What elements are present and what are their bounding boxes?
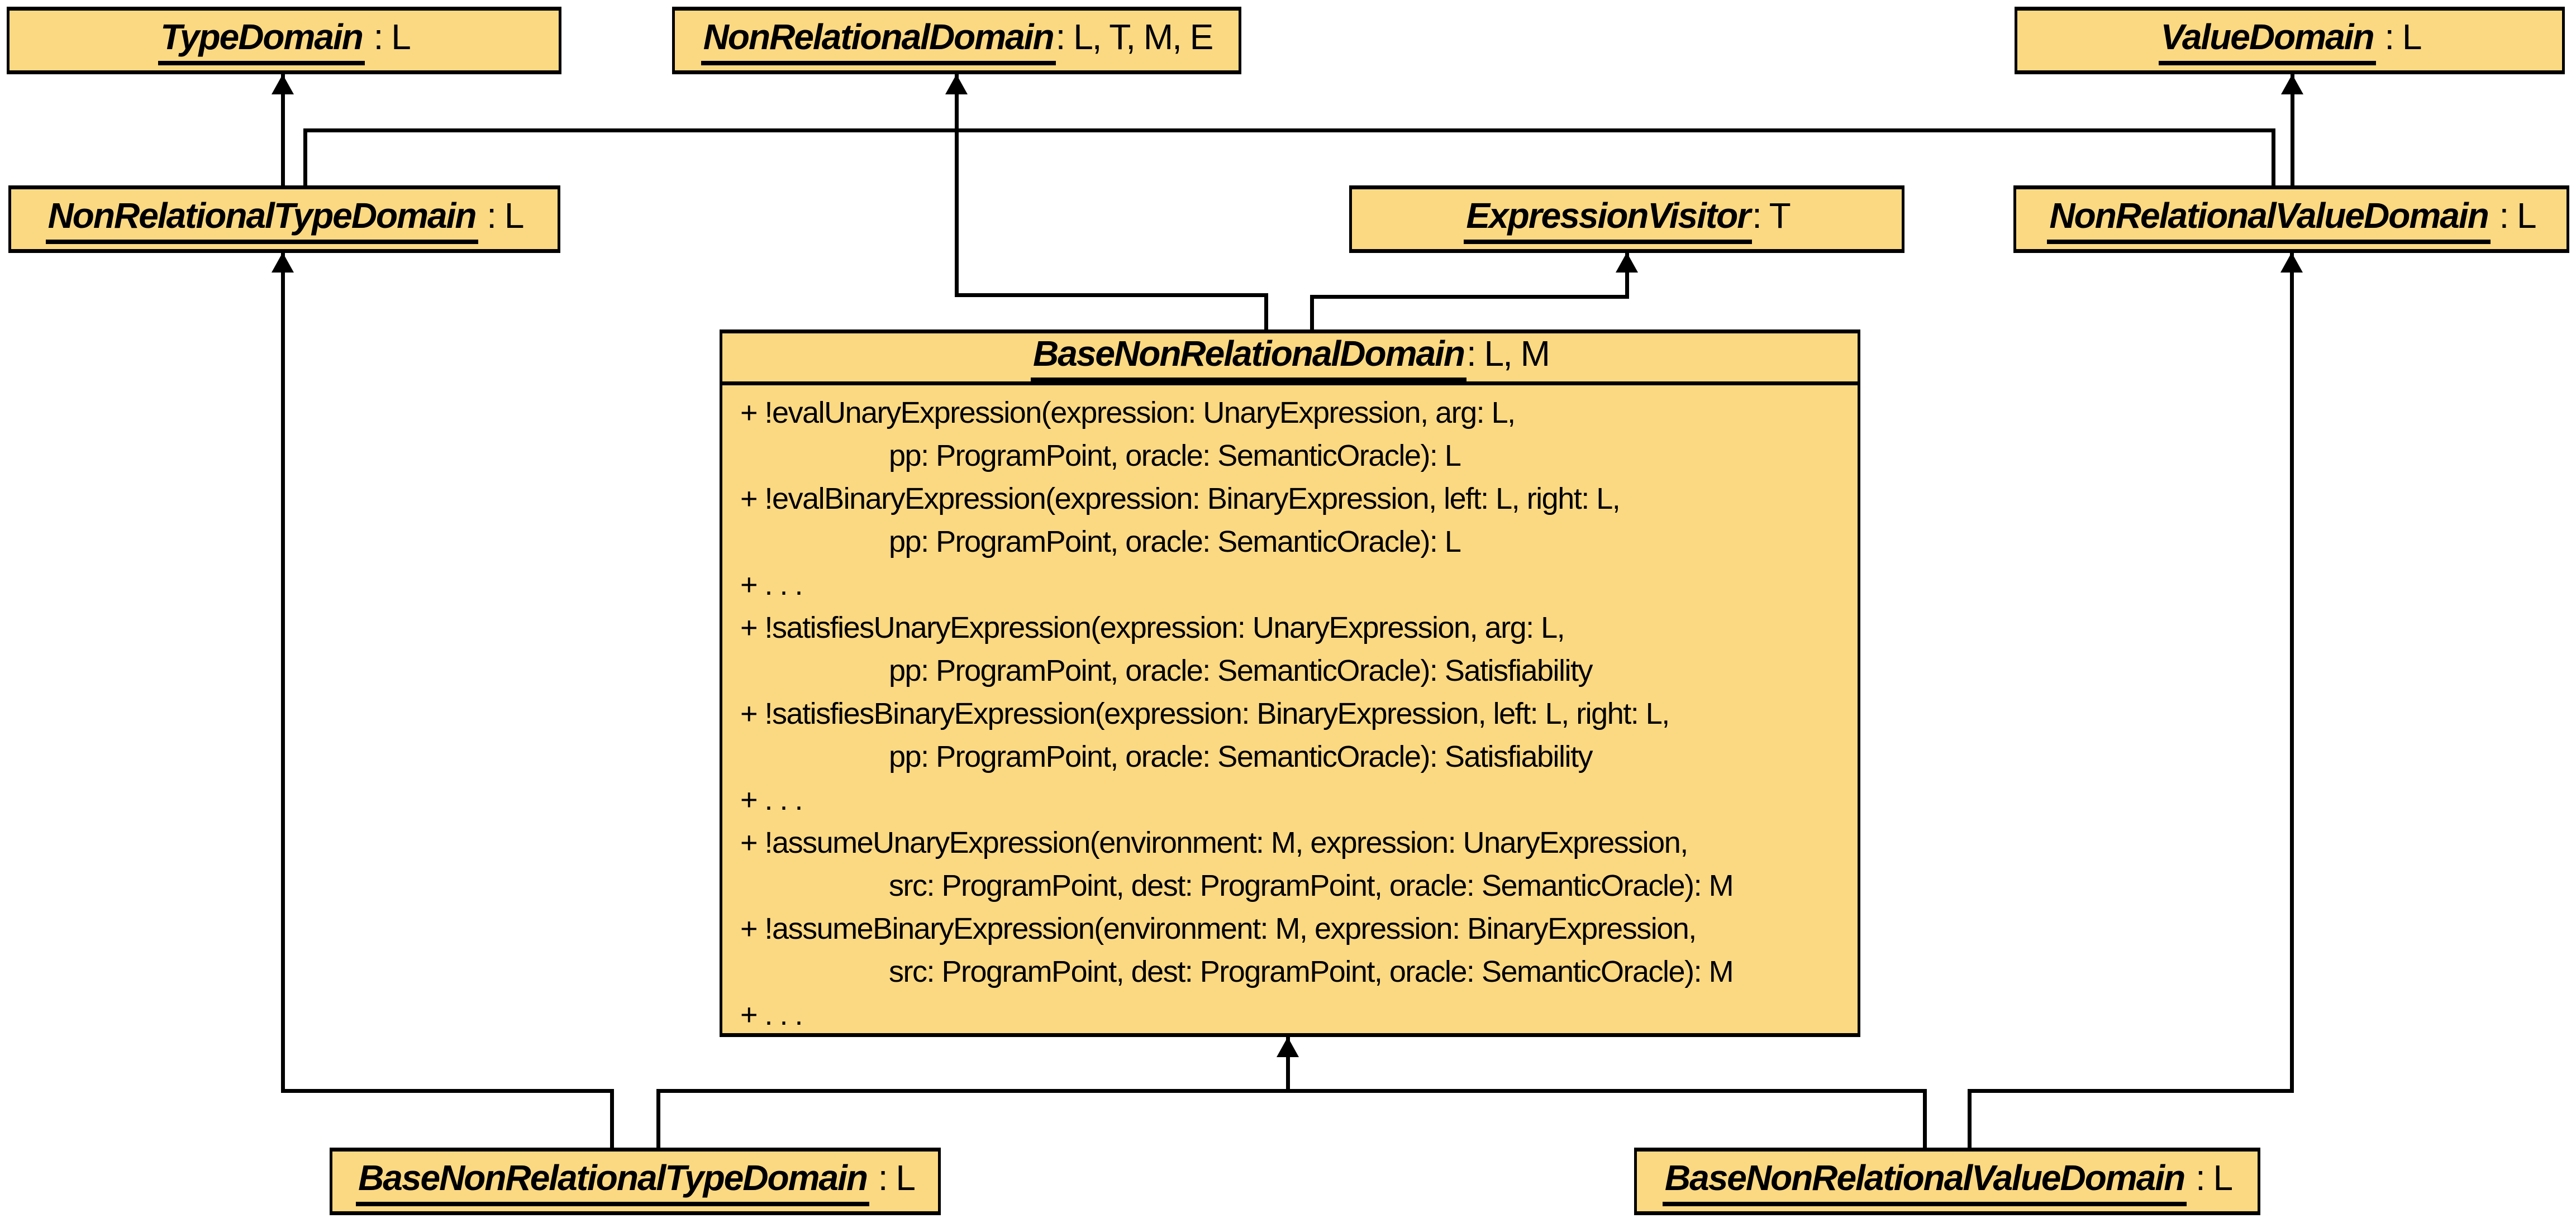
method-line: pp: ProgramPoint, oracle: SemanticOracle… [889, 439, 1461, 472]
class-name: BaseNonRelationalValueDomain [1662, 1157, 2187, 1206]
class-box-basenonrelationaltypedomain: BaseNonRelationalTypeDomain : L [330, 1148, 941, 1215]
edge-base-to-ev-rise [1310, 297, 1314, 329]
arrowhead-valuedomain [2281, 74, 2303, 94]
method-line: + !assumeUnaryExpression(environment: M,… [740, 826, 1688, 859]
class-box-basenonrelationaldomain: BaseNonRelationalDomain: L, M + !evalUna… [720, 329, 1860, 1037]
class-box-basenonrelationalvaluedomain: BaseNonRelationalValueDomain : L [1634, 1148, 2260, 1215]
class-box-nonrelationaldomain: NonRelationalDomain: L, T, M, E [672, 7, 1241, 74]
class-name: TypeDomain [158, 16, 365, 65]
class-title: ExpressionVisitor: T [1464, 195, 1791, 244]
class-box-valuedomain: ValueDomain : L [2015, 7, 2565, 74]
arrowhead-typedomain [272, 74, 294, 94]
edge-bnvd-to-nrvd-horizontal [1968, 1089, 2294, 1093]
class-title: BaseNonRelationalTypeDomain : L [356, 1157, 916, 1206]
method-line: + !assumeBinaryExpression(environment: M… [740, 912, 1697, 945]
edge-nrtd-to-typedomain [281, 74, 285, 185]
edge-bottom-trunk [656, 1089, 1927, 1093]
class-type-params: : T [1752, 195, 1791, 236]
method-line: pp: ProgramPoint, oracle: SemanticOracle… [889, 654, 1593, 687]
edge-to-nonrelationaldomain [955, 74, 959, 297]
class-methods-compartment: + !evalUnaryExpression(expression: Unary… [722, 385, 1858, 1033]
arrowhead-nonrelationaltypedomain [272, 252, 294, 273]
class-type-params: : L [2490, 195, 2536, 236]
class-title: BaseNonRelationalDomain: L, M [1031, 333, 1550, 382]
class-box-nonrelationalvaluedomain: NonRelationalValueDomain : L [2013, 185, 2569, 253]
class-name: ExpressionVisitor [1464, 195, 1753, 244]
arrowhead-basenonrelationaldomain [1277, 1037, 1299, 1057]
method-line: src: ProgramPoint, dest: ProgramPoint, o… [889, 869, 1734, 902]
edge-base-to-ev-horizontal [1310, 295, 1629, 299]
method-line: pp: ProgramPoint, oracle: SemanticOracle… [889, 525, 1461, 558]
method-line: + . . . [740, 783, 803, 816]
edge-bntd-to-nrtd-horizontal [281, 1089, 614, 1093]
arrowhead-expressionvisitor [1616, 252, 1638, 273]
arrowhead-nonrelationalvaluedomain [2280, 252, 2303, 273]
class-name: BaseNonRelationalDomain [1031, 333, 1466, 382]
method-line: + !evalUnaryExpression(expression: Unary… [740, 396, 1516, 429]
class-title: NonRelationalDomain: L, T, M, E [701, 16, 1213, 65]
method-line: + . . . [740, 998, 803, 1031]
edge-bnvd-to-base-rise [1923, 1089, 1927, 1148]
class-title: NonRelationalTypeDomain : L [45, 195, 524, 244]
class-box-typedomain: TypeDomain : L [7, 7, 561, 74]
edge-trunk-left-drop [303, 128, 307, 185]
class-type-params: : L [364, 16, 411, 57]
method-line: + !satisfiesBinaryExpression(expression:… [740, 697, 1670, 730]
method-line: + !evalBinaryExpression(expression: Bina… [740, 482, 1621, 515]
edge-bntd-to-base-rise [656, 1089, 660, 1148]
class-name: BaseNonRelationalTypeDomain [356, 1157, 869, 1206]
class-name: NonRelationalDomain [701, 16, 1056, 65]
class-name: NonRelationalTypeDomain [45, 195, 478, 244]
method-line: src: ProgramPoint, dest: ProgramPoint, o… [889, 955, 1734, 988]
edge-nrvd-to-valuedomain [2291, 74, 2294, 185]
edge-trunk-nonrelationaldomain [303, 128, 2275, 132]
method-line: pp: ProgramPoint, oracle: SemanticOracle… [889, 740, 1593, 773]
class-type-params: : L [2375, 16, 2422, 57]
edge-trunk-right-drop [2272, 128, 2275, 185]
class-title: ValueDomain : L [2158, 16, 2422, 65]
class-type-params: : L [869, 1157, 916, 1198]
edge-base-to-nrd-drop [1264, 293, 1268, 329]
class-title: NonRelationalValueDomain : L [2047, 195, 2537, 244]
edge-base-bottom-arrow-line [1286, 1037, 1290, 1091]
class-type-params: : L, T, M, E [1055, 16, 1214, 57]
edge-bntd-to-nrtd-drop [610, 1089, 614, 1148]
arrowhead-nonrelationaldomain [945, 74, 968, 94]
class-header: BaseNonRelationalDomain: L, M [722, 333, 1858, 385]
class-type-params: : L, M [1466, 333, 1550, 374]
edge-bntd-to-nrtd-vertical [281, 252, 285, 1093]
edge-bnvd-to-nrvd-rise [1968, 1089, 1972, 1148]
method-line: + !satisfiesUnaryExpression(expression: … [740, 611, 1565, 644]
class-name: ValueDomain [2158, 16, 2376, 65]
class-type-params: : L [2187, 1157, 2233, 1198]
class-title: TypeDomain : L [158, 16, 411, 65]
class-box-expressionvisitor: ExpressionVisitor: T [1349, 185, 1904, 253]
edge-base-to-ev-vertical [1625, 252, 1629, 299]
class-type-params: : L [478, 195, 524, 236]
edge-base-to-nrd-horizontal [955, 293, 1268, 297]
edge-bnvd-to-nrvd-vertical [2290, 252, 2294, 1093]
method-line: + . . . [740, 568, 803, 601]
class-name: NonRelationalValueDomain [2047, 195, 2491, 244]
class-title: BaseNonRelationalValueDomain : L [1662, 1157, 2233, 1206]
class-box-nonrelationaltypedomain: NonRelationalTypeDomain : L [8, 185, 560, 253]
